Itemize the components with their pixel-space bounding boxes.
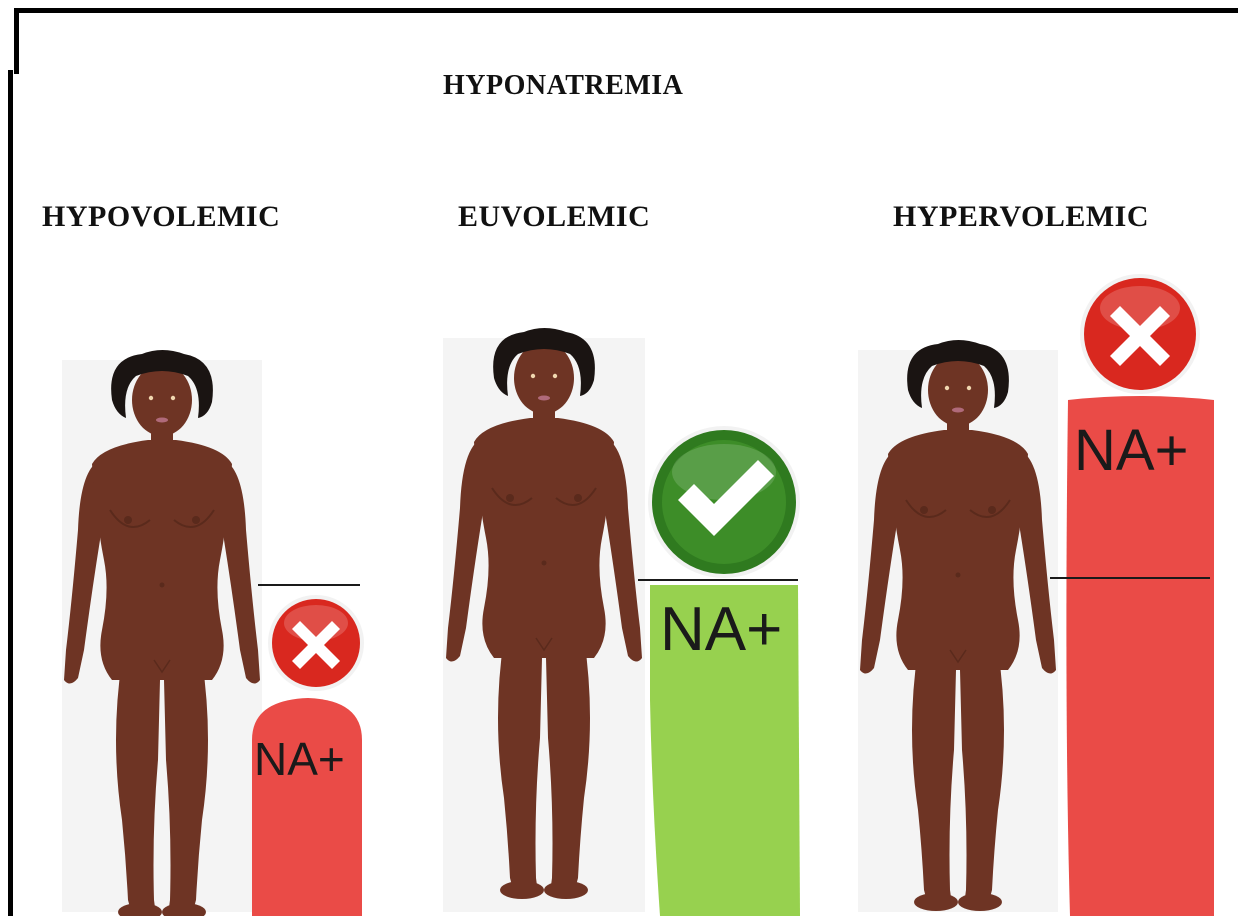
right-eye (967, 386, 971, 390)
right-foot (958, 893, 1002, 911)
left-eye (945, 386, 949, 390)
nipple (988, 506, 996, 514)
nipple (920, 506, 928, 514)
sodium-bar-label: NA+ (1074, 418, 1188, 483)
mouth (952, 408, 964, 413)
left-foot (914, 893, 958, 911)
torso (888, 430, 1028, 670)
navel (956, 573, 961, 578)
head (928, 354, 988, 426)
x-mark-icon (1080, 274, 1200, 394)
